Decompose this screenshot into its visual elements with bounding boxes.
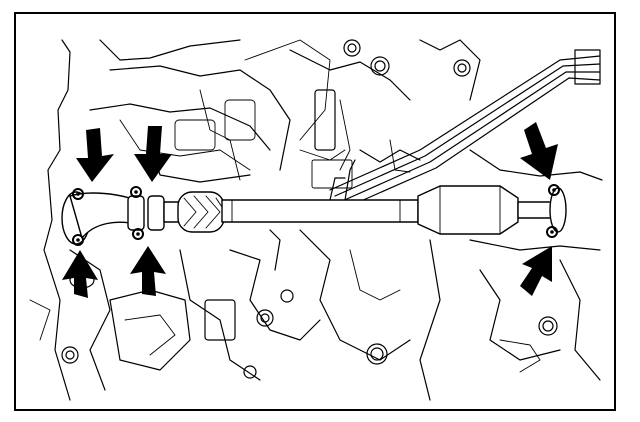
center-flange-left [127,195,145,231]
catalytic-converter [417,185,519,235]
indicator-arrows [62,122,558,298]
flexible-joint [177,191,225,233]
flange-bolt-icon [546,226,558,238]
flange-bolt-icon [72,188,84,200]
flange-bolt-icon [130,186,142,198]
center-flange-right [147,195,165,231]
flange-bolts [72,184,560,246]
underbody-background [29,39,603,401]
indicator-arrow-icon [62,250,98,298]
indicator-arrow-icon [520,122,558,180]
flange-bolt-icon [548,184,560,196]
indicator-arrow-icon [76,128,114,182]
flange-bolt-icon [132,228,144,240]
flange-bolt-icon [72,234,84,246]
indicator-arrow-icon [130,246,166,296]
center-pipe [221,199,419,223]
indicator-arrow-icon [520,246,552,296]
exhaust-pipe-assembly [61,159,567,245]
indicator-arrow-icon [134,126,172,182]
